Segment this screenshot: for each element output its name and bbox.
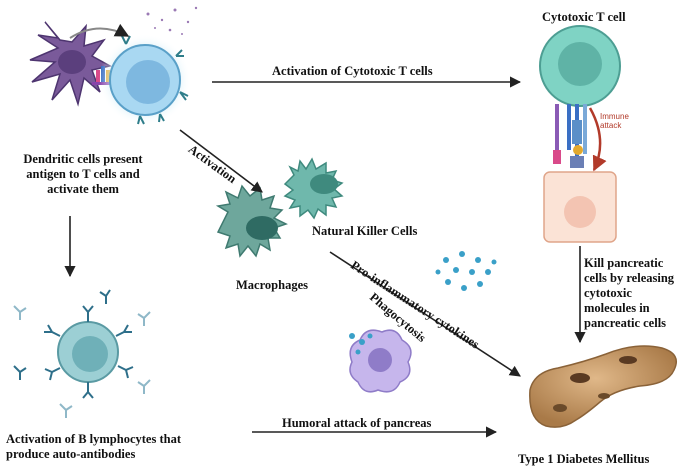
phagocyte-icon: [349, 329, 412, 393]
macrophage-icon: [215, 184, 288, 258]
cytotoxic-t-cell-label: Cytotoxic T cell: [542, 10, 626, 24]
antigen-dots: [146, 6, 198, 35]
dendritic-cell-icon: [29, 21, 113, 107]
humoral-attack-label: Humoral attack of pancreas: [282, 416, 432, 430]
antibody-icons: [13, 289, 151, 418]
arrow-cytokines: [329, 251, 521, 377]
natural-killer-cell-icon: [283, 157, 344, 220]
kill-pancreatic-label: Kill pancreatic cells by releasing cytot…: [584, 256, 675, 330]
tcr-complex-icon: [553, 104, 587, 168]
dendritic-t-cell-group: [29, 6, 198, 126]
b-lymphocyte-group: [13, 289, 151, 418]
t-cell-icon: [99, 34, 191, 126]
b-lymphocytes-label: Activation of B lymphocytes that produce…: [6, 432, 181, 461]
immune-attack-label: Immune attack: [600, 112, 629, 130]
arrows: [64, 76, 586, 438]
immune-attack-arrow: [588, 107, 607, 172]
activation-cytotoxic-label: Activation of Cytotoxic T cells: [272, 64, 433, 78]
natural-killer-label: Natural Killer Cells: [312, 224, 418, 238]
arrow-activation: [179, 129, 263, 193]
dendritic-label: Dendritic cells present antigen to T cel…: [23, 152, 143, 196]
macrophages-label: Macrophages: [236, 278, 308, 292]
pancreas-icon: [529, 345, 677, 428]
cytokine-dots: [435, 251, 497, 291]
type1-diabetes-label: Type 1 Diabetes Mellitus: [518, 452, 650, 466]
presentation-arrow: [69, 23, 130, 39]
cytotoxic-t-cell-group: [539, 25, 621, 243]
